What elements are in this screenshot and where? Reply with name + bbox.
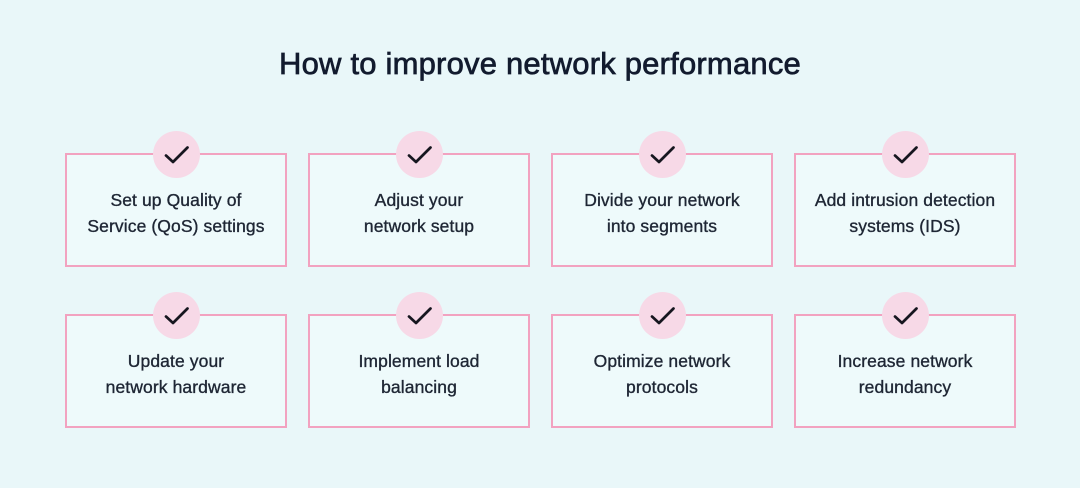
step-card-network-setup: Adjust your network setup xyxy=(308,131,530,267)
steps-grid: Set up Quality of Service (QoS) settings… xyxy=(65,131,1016,428)
check-badge xyxy=(638,131,686,178)
step-label: Set up Quality of Service (QoS) settings xyxy=(87,190,265,236)
check-badge xyxy=(395,131,443,178)
step-card-redundancy: Increase network redundancy xyxy=(794,292,1016,428)
step-card-hardware: Update your network hardware xyxy=(65,292,287,428)
check-icon xyxy=(164,146,189,164)
step-label: Add intrusion detection systems (IDS) xyxy=(814,190,996,236)
check-icon xyxy=(407,146,432,164)
step-label: Update your network hardware xyxy=(105,351,247,397)
step-label: Increase network redundancy xyxy=(837,351,973,397)
check-icon xyxy=(164,307,189,325)
check-badge xyxy=(152,131,200,178)
page-title: How to improve network performance xyxy=(279,46,801,82)
check-icon xyxy=(650,307,675,325)
check-icon xyxy=(893,307,918,325)
check-badge xyxy=(881,292,929,339)
step-label: Optimize network protocols xyxy=(593,351,731,397)
step-label: Implement load balancing xyxy=(358,351,480,397)
step-label: Adjust your network setup xyxy=(363,190,475,236)
check-badge xyxy=(638,292,686,339)
check-badge xyxy=(152,292,200,339)
check-badge xyxy=(395,292,443,339)
check-icon xyxy=(407,307,432,325)
step-card-qos: Set up Quality of Service (QoS) settings xyxy=(65,131,287,267)
step-label: Divide your network into segments xyxy=(584,190,740,236)
step-card-ids: Add intrusion detection systems (IDS) xyxy=(794,131,1016,267)
check-icon xyxy=(650,146,675,164)
step-card-load-balancing: Implement load balancing xyxy=(308,292,530,428)
step-card-segments: Divide your network into segments xyxy=(551,131,773,267)
step-card-protocols: Optimize network protocols xyxy=(551,292,773,428)
check-badge xyxy=(881,131,929,178)
check-icon xyxy=(893,146,918,164)
